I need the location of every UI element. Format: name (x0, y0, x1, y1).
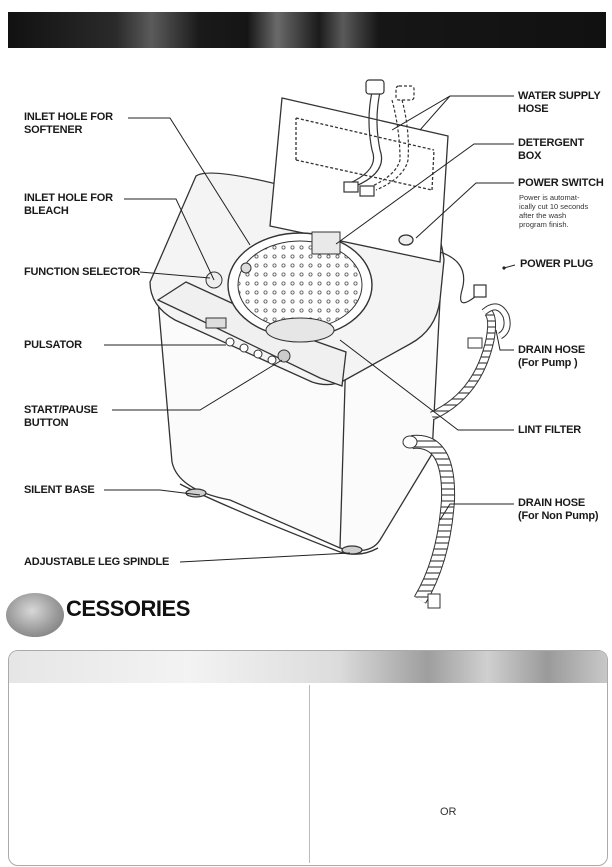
section-bullet-icon (6, 593, 64, 637)
leader-lines (104, 95, 516, 563)
label-line: (For Pump ) (518, 357, 578, 369)
note-line: after the wash (519, 211, 567, 220)
label-water-supply-hose: WATER SUPPLY HOSE (518, 90, 601, 116)
label-detergent-box: DETERGENT BOX (518, 137, 584, 163)
label-line: DETERGENT (518, 137, 585, 149)
label-inlet-softener: INLET HOLE FOR SOFTENER (24, 111, 113, 137)
label-line: BUTTON (24, 417, 69, 429)
label-start-pause: START/PAUSE BUTTON (24, 404, 98, 430)
label-pulsator: PULSATOR (24, 339, 82, 351)
label-line: INLET HOLE FOR (24, 111, 113, 123)
label-lint-filter: LINT FILTER (518, 424, 581, 436)
header-banner (8, 12, 606, 48)
label-line: DRAIN HOSE (518, 344, 586, 356)
label-line: START/PAUSE (24, 404, 98, 416)
note-line: ically cut 10 seconds (519, 202, 589, 211)
label-line: HOSE (518, 103, 549, 115)
label-line: INLET HOLE FOR (24, 192, 113, 204)
note-line: program finish. (519, 220, 569, 229)
label-adjustable-leg: ADJUSTABLE LEG SPINDLE (24, 556, 170, 568)
water-supply-hose (343, 79, 415, 197)
label-line: (For Non Pump) (518, 510, 599, 522)
control-panel (205, 317, 291, 365)
label-inlet-bleach: INLET HOLE FOR BLEACH (24, 192, 113, 218)
accessories-panel (8, 650, 608, 866)
or-label: OR (440, 806, 457, 818)
power-switch-note: Power is automat- ically cut 10 seconds … (519, 193, 588, 229)
drain-hose-nonpump (402, 434, 456, 609)
label-drain-hose-pump: DRAIN HOSE (For Pump ) (518, 344, 585, 370)
drain-hose-pump (430, 303, 511, 421)
label-power-plug: POWER PLUG (520, 258, 594, 270)
power-cord (439, 251, 487, 304)
label-line: SOFTENER (24, 124, 83, 136)
note-line: Power is automat- (519, 193, 580, 202)
label-silent-base: SILENT BASE (24, 484, 95, 496)
accessories-divider (309, 685, 310, 863)
lid (269, 97, 449, 263)
label-drain-hose-nonpump: DRAIN HOSE (For Non Pump) (518, 497, 598, 523)
label-line: WATER SUPPLY (518, 90, 601, 102)
accessories-heading: CESSORIES (66, 596, 190, 621)
label-line: BOX (518, 150, 542, 162)
accessories-panel-header (9, 651, 607, 683)
label-line: DRAIN HOSE (518, 497, 586, 509)
label-power-switch: POWER SWITCH (518, 177, 604, 189)
label-function-selector: FUNCTION SELECTOR (24, 266, 141, 278)
label-line: BLEACH (24, 205, 69, 217)
tub (205, 231, 373, 343)
